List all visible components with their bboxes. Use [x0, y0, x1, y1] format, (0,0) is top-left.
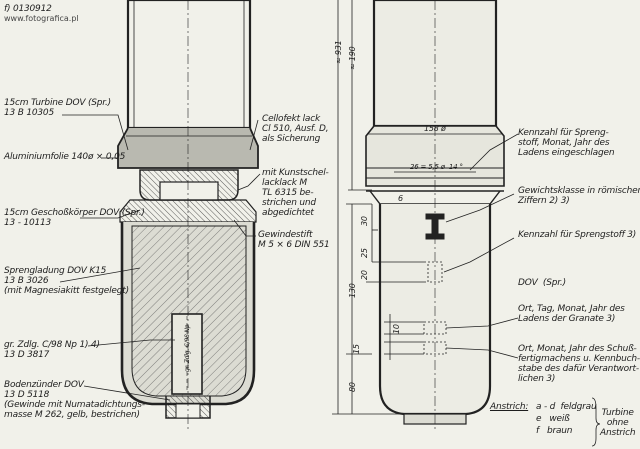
label-explosive-charge: Sprengladung DOV K15 13 B 3026 (mit Magn…: [4, 266, 129, 296]
document-number: f) 0130912: [4, 4, 52, 14]
dim-25: 25: [360, 248, 369, 258]
label-booster: gr. Zdlg. C/98 Np 1) 4) 13 D 3817: [4, 340, 100, 360]
label-projectile-body: 15cm Geschoßkörper DOV (Spr.) 13 - 10113: [4, 208, 145, 228]
label-loading-place-date: Ort, Tag, Monat, Jahr des Ladens der Gra…: [518, 304, 625, 324]
label-base-fuze: Bodenzünder DOV 13 D 5118 (Gewinde mit N…: [4, 380, 145, 420]
fuze-tube-mark: gr. Zdlg. C/98 Np: [184, 324, 191, 372]
anstrich-title: Anstrich:: [490, 402, 529, 412]
label-turbine: 15cm Turbine DOV (Spr.) 13 B 10305: [4, 98, 111, 118]
anstrich-row-f: f braun: [536, 426, 573, 436]
dim-931: ≈ 931: [334, 40, 343, 64]
dim-190: ≈ 190: [348, 46, 357, 70]
anstrich-row-a-d: a - d feldgrau: [536, 402, 597, 412]
label-explosive-code-stamp: Kennzahl für Spreng- stoff, Monat, Jahr …: [518, 128, 615, 158]
label-weight-class: Gewichtsklasse in römischen Ziffern 2) 3…: [518, 186, 640, 206]
label-cellofekt-lacquer: Cellofekt lack Cl 510, Ausf. D, als Sich…: [262, 114, 329, 144]
leader-lines-right: [443, 133, 601, 447]
dim-six: 6: [398, 194, 403, 203]
anstrich-turbine-note: Turbine ohne Anstrich: [600, 408, 636, 438]
dim-30: 30: [360, 216, 369, 226]
anstrich-row-e: e weiß: [536, 414, 570, 424]
dim-10: 10: [392, 324, 401, 334]
watermark: www.fotografica.pl: [4, 14, 79, 23]
turbine-tube: [126, 0, 252, 130]
label-dov-spr: DOV (Spr.): [518, 278, 566, 288]
label-sealing-lacquer: mit Kunstschel- lacklack M TL 6315 be- s…: [262, 168, 329, 218]
dim-20: 20: [360, 270, 369, 280]
section-view: [117, 0, 259, 430]
dim-80: 80: [348, 382, 357, 392]
label-aluminium-foil: Aluminiumfolie 140ø × 0,05: [4, 152, 126, 162]
exterior-view: [365, 0, 505, 430]
dim-15: 15: [352, 344, 361, 354]
label-set-screw: Gewindestift M 5 × 6 DIN 551: [258, 230, 330, 250]
label-explosive-code: Kennzahl für Sprengstoff 3): [518, 230, 637, 240]
dim-diameter-158: 158 ø: [424, 124, 446, 133]
dim-ring: 26 = 5,5 ø 14 °: [410, 163, 463, 171]
label-assembly-place-date: Ort, Monat, Jahr des Schuß- fertigmachen…: [518, 344, 640, 384]
dimension-lines: [332, 0, 502, 415]
dim-130: 130: [348, 283, 357, 298]
leader-lines: [59, 114, 261, 401]
